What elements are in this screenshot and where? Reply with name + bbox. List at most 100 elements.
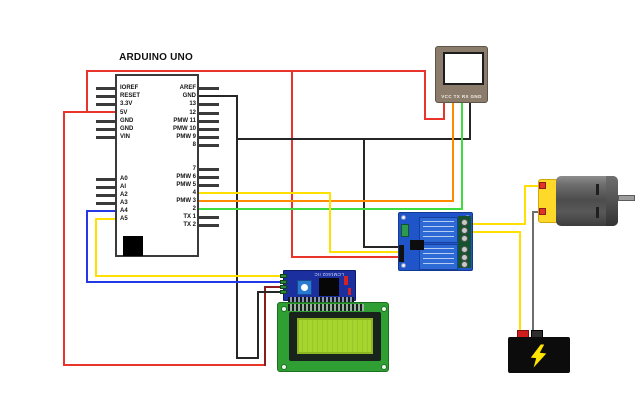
pin-label-tx-2: TX 2 bbox=[183, 222, 196, 228]
pin-label-tx-1: TX 1 bbox=[183, 214, 196, 220]
pin-stub-aref bbox=[199, 87, 219, 90]
pin-stub-vin bbox=[96, 136, 116, 139]
relay-mount-hole bbox=[401, 215, 406, 220]
screw bbox=[461, 235, 468, 242]
pin-label-12: 12 bbox=[189, 110, 196, 116]
pin-label-pmw-5: PMW 5 bbox=[176, 182, 196, 188]
pin-label-5v: 5V bbox=[120, 110, 128, 116]
pin-label-3-3v: 3.3V bbox=[120, 101, 133, 107]
fingerprint-pin-labels: VCC TX RX GND bbox=[441, 94, 482, 99]
relay-aux-terminal bbox=[401, 224, 409, 237]
pin-stub-a0 bbox=[96, 178, 116, 181]
pin-stub-pmw-5 bbox=[199, 184, 219, 187]
pin-stub-ai bbox=[96, 186, 116, 189]
wire-motor bbox=[524, 185, 526, 225]
pin-label-7: 7 bbox=[192, 166, 196, 172]
screw bbox=[461, 246, 468, 253]
usb-connector bbox=[123, 236, 143, 256]
wire-relay-gnd bbox=[363, 246, 402, 248]
wire-motor bbox=[471, 223, 526, 225]
wire-fp-gnd bbox=[469, 101, 471, 140]
i2c-pin-gnd bbox=[280, 290, 287, 294]
wire-5v bbox=[63, 111, 117, 113]
wire-fp-vcc bbox=[424, 70, 426, 120]
pin-label-2: 2 bbox=[192, 206, 196, 212]
wire-lcd-vcc bbox=[264, 286, 266, 366]
wire-lcd-scl bbox=[95, 275, 286, 277]
wire-lcd-vcc bbox=[63, 364, 266, 366]
wire-relay-in bbox=[329, 192, 331, 253]
wire-gnd bbox=[198, 95, 238, 97]
arduino-title: ARDUINO UNO bbox=[119, 52, 193, 63]
lcd-i2c-backpack: LCM1602 IIC bbox=[283, 270, 356, 305]
arduino-uno-board bbox=[115, 74, 199, 257]
pin-stub-tx-1 bbox=[199, 216, 219, 219]
i2c-chip bbox=[319, 278, 339, 296]
wire-lcd-vcc bbox=[264, 286, 286, 288]
screw bbox=[461, 261, 468, 268]
lcd-mount-hole bbox=[381, 306, 387, 312]
pin-stub-tx-2 bbox=[199, 224, 219, 227]
pin-label-reset: RESET bbox=[120, 93, 141, 99]
pin-stub-pmw-10 bbox=[199, 128, 219, 131]
i2c-header-pins bbox=[288, 297, 354, 305]
wire-lcd-gnd bbox=[236, 357, 259, 359]
lcd-bezel bbox=[289, 312, 381, 361]
wire-gnd bbox=[236, 138, 471, 140]
i2c-jumper bbox=[344, 276, 348, 285]
pin-label-13: 13 bbox=[189, 101, 196, 107]
wire-relay-in bbox=[198, 192, 331, 194]
pin-stub-pmw-6 bbox=[199, 176, 219, 179]
pin-stub-a3 bbox=[96, 202, 116, 205]
pin-stub-pmw-11 bbox=[199, 120, 219, 123]
relay-module bbox=[398, 212, 473, 271]
i2c-pot-dial bbox=[301, 284, 308, 291]
i2c-led bbox=[348, 288, 351, 295]
pin-label-a5: A5 bbox=[120, 216, 128, 222]
pin-label-a3: A3 bbox=[120, 200, 128, 206]
relay-header-pins bbox=[399, 245, 404, 262]
wire-fp-rx bbox=[461, 101, 463, 210]
pin-stub-7 bbox=[199, 168, 219, 171]
lcd-display bbox=[277, 302, 389, 372]
relay-1-print bbox=[423, 221, 454, 239]
wire-lcd-vcc bbox=[63, 111, 65, 366]
i2c-pin-scl bbox=[280, 274, 287, 278]
wire-lcd-sda bbox=[86, 281, 286, 283]
pin-label-pmw-10: PMW 10 bbox=[172, 126, 196, 132]
wire-relay-vcc bbox=[291, 256, 401, 258]
screw bbox=[461, 227, 468, 234]
pin-stub-ioref bbox=[96, 87, 116, 90]
i2c-contrast-pot bbox=[297, 280, 312, 295]
pin-stub-gnd bbox=[96, 128, 116, 131]
fingerprint-window bbox=[443, 52, 484, 85]
wire-relay-gnd bbox=[363, 138, 365, 248]
pin-stub-8 bbox=[199, 144, 219, 147]
pin-label-pmw-11: PMW 11 bbox=[173, 118, 196, 124]
motor-terminal-negative bbox=[539, 208, 546, 215]
wire-lcd-scl bbox=[95, 218, 97, 277]
pin-label-8: 8 bbox=[192, 142, 196, 148]
pin-label-ai: AI bbox=[120, 184, 126, 190]
pin-stub-reset bbox=[96, 95, 116, 98]
relay-2-print bbox=[423, 248, 454, 266]
pin-label-gnd: GND bbox=[182, 93, 196, 99]
lcd-mount-hole bbox=[281, 306, 287, 312]
motor-marking bbox=[596, 207, 599, 218]
wire-battery-neg bbox=[532, 211, 534, 338]
lcd-mount-hole bbox=[281, 364, 287, 370]
i2c-pin-sda bbox=[280, 280, 287, 284]
pin-label-a4: A4 bbox=[120, 208, 128, 214]
relay-screw-terminals bbox=[458, 216, 471, 268]
pin-label-pmw-9: PMW 9 bbox=[176, 134, 196, 140]
lcd-header-row bbox=[288, 304, 364, 311]
wire-fp-tx bbox=[198, 200, 454, 202]
pin-stub-3-3v bbox=[96, 103, 116, 106]
pin-label-ioref: IOREF bbox=[120, 85, 139, 91]
wire-relay-in bbox=[329, 251, 402, 253]
wire-lcd-scl bbox=[95, 218, 117, 220]
pin-label-gnd: GND bbox=[120, 118, 134, 124]
wire-battery-pos bbox=[471, 231, 521, 233]
